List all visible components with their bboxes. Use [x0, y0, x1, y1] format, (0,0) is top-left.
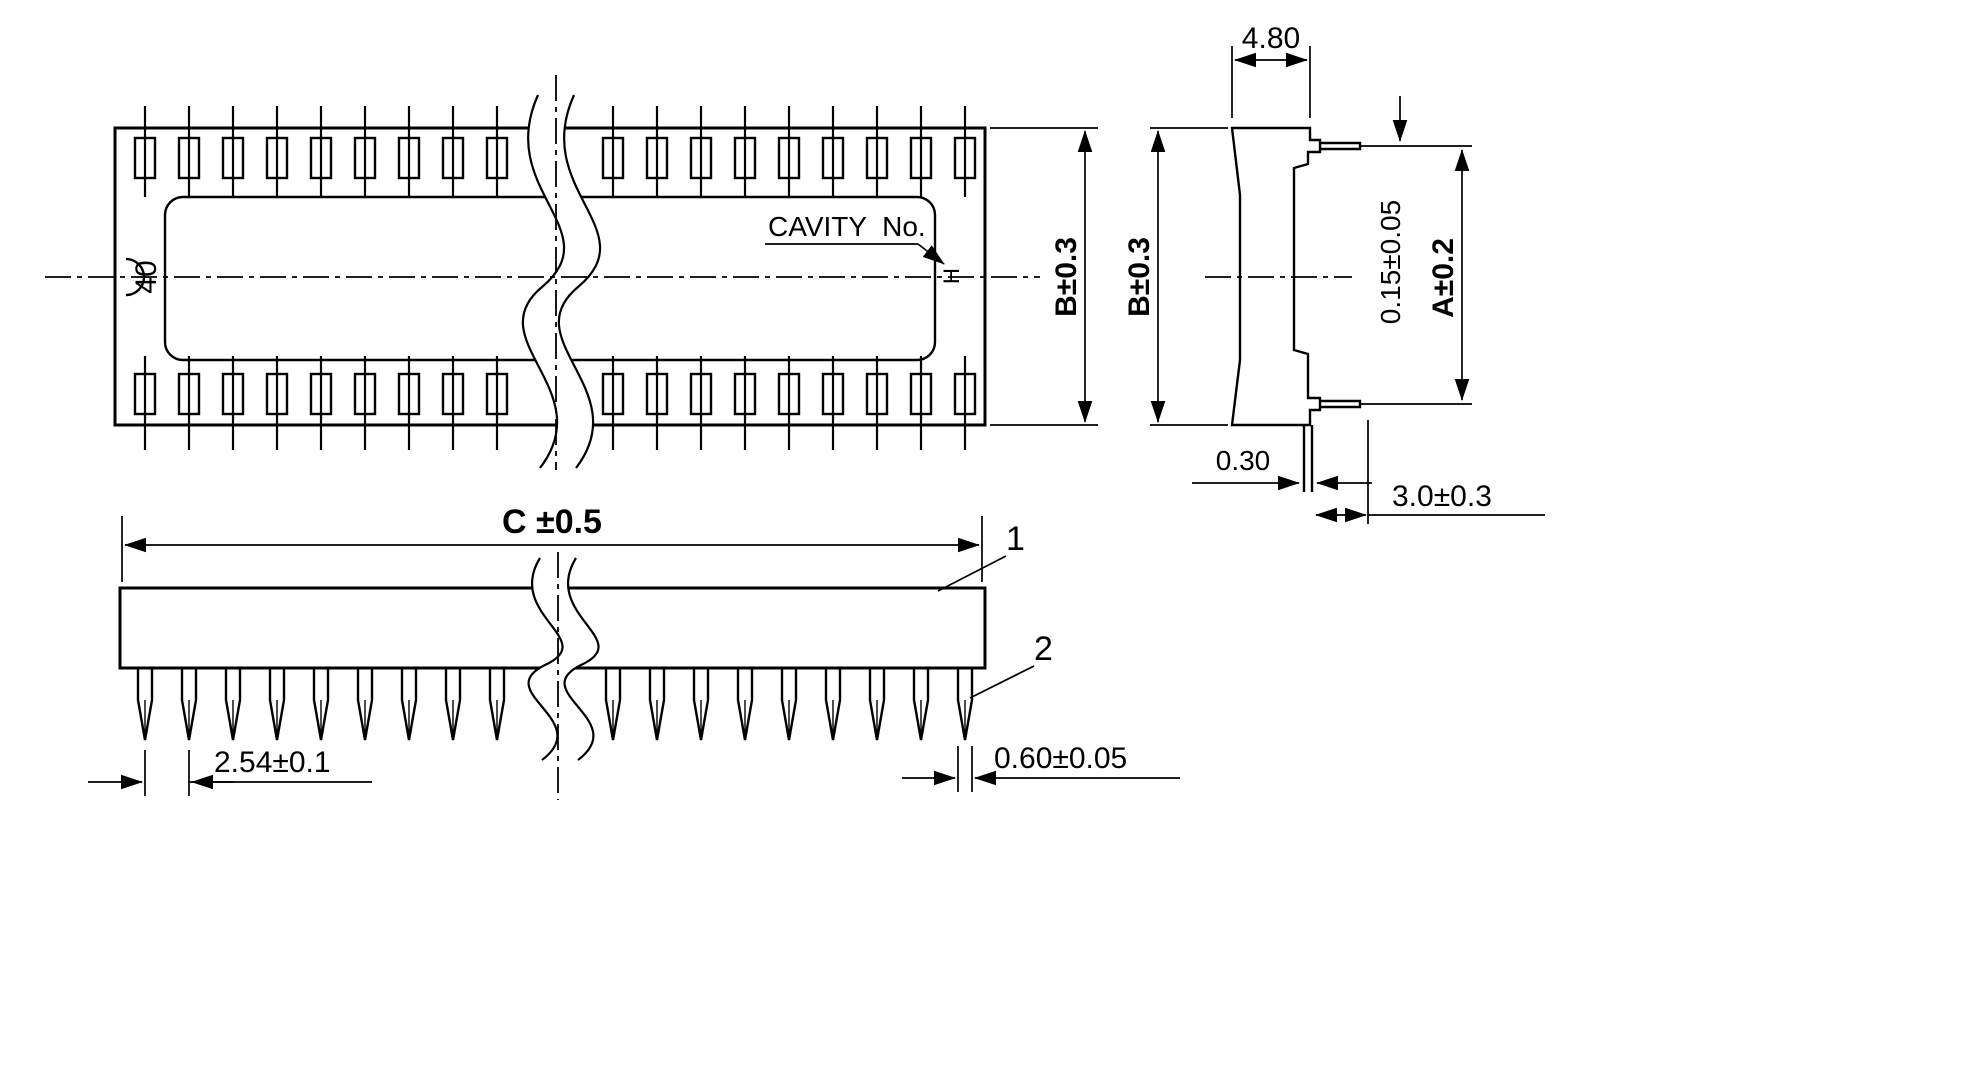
plan-view: 40 CAVITY No. H — [45, 75, 1040, 470]
side-body-outline — [1230, 126, 1322, 427]
cavity-no-leader-arrow — [917, 243, 945, 265]
dim-pin-thickness-label: 0.30 — [1216, 445, 1271, 476]
dim-height-a-label: A±0.2 — [1427, 238, 1460, 318]
dim-b-plan-label: B±0.3 — [1050, 237, 1083, 317]
pin-count-label: 40 — [130, 260, 163, 293]
dim-length-c-label: C ±0.5 — [502, 503, 602, 541]
plan-break-band — [522, 95, 601, 468]
front-view — [118, 552, 987, 800]
side-bottom-pin — [1320, 399, 1362, 409]
dim-pitch-label: 2.54±0.1 — [214, 746, 331, 779]
dim-top-width-label: 4.80 — [1242, 22, 1300, 55]
side-view — [1205, 126, 1362, 492]
side-top-pin — [1320, 141, 1362, 151]
plan-break-line-left — [521, 94, 566, 469]
callout-body-label: 1 — [1006, 520, 1025, 558]
dim-height-a: A±0.2 — [1360, 149, 1472, 405]
dim-pin-seat-label: 0.15±0.05 — [1375, 200, 1406, 324]
dim-pin-thickness: 0.30 — [1192, 445, 1372, 491]
dim-b-plan: B±0.3 — [990, 127, 1098, 426]
cavity-no-label: CAVITY No. — [768, 211, 926, 242]
front-break-band — [528, 558, 599, 760]
cavity-mark-label: H — [939, 268, 964, 284]
dim-standoff: 3.0±0.3 — [1315, 420, 1545, 524]
dim-b-side: B±0.3 — [1123, 127, 1228, 426]
dim-b-side-label: B±0.3 — [1123, 237, 1156, 317]
front-break-line-left — [527, 557, 564, 761]
dim-standoff-label: 3.0±0.3 — [1392, 480, 1492, 513]
dim-pin-width: 0.60±0.05 — [902, 742, 1180, 792]
dim-pin-seat: 0.15±0.05 — [1360, 96, 1472, 324]
callout-pin-leader — [969, 665, 1035, 699]
callout-body-leader — [937, 555, 1007, 592]
callout-pin: 2 — [969, 630, 1053, 699]
dim-top-width: 4.80 — [1231, 22, 1311, 118]
front-break-line-right — [563, 557, 600, 761]
dim-pin-width-label: 0.60±0.05 — [994, 742, 1127, 775]
cavity-number-callout: CAVITY No. H — [765, 211, 964, 284]
callout-pin-label: 2 — [1034, 630, 1053, 668]
dim-pitch: 2.54±0.1 — [88, 746, 372, 796]
plan-break-line-right2 — [557, 94, 602, 469]
callout-body: 1 — [937, 520, 1025, 592]
dim-length-c: C ±0.5 — [121, 503, 983, 582]
